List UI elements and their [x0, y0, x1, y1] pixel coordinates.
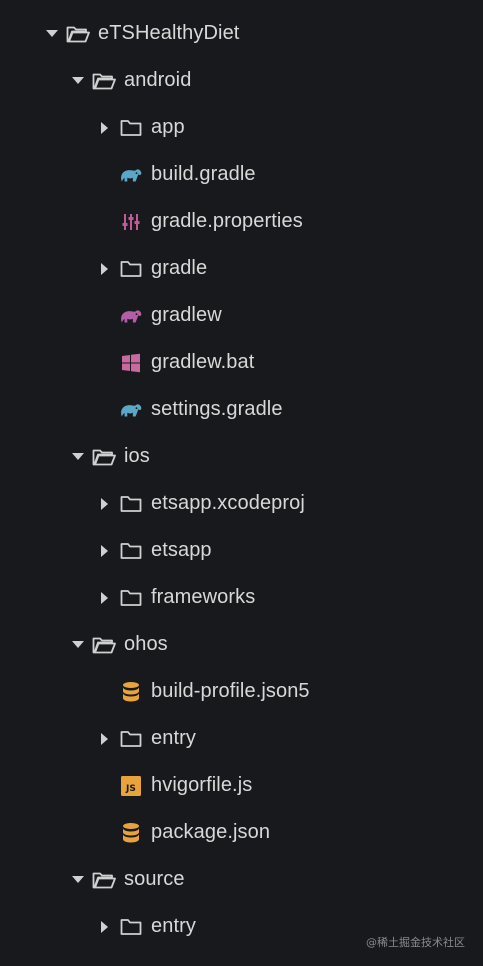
- folder-icon: [119, 116, 143, 140]
- windows-icon: [119, 351, 143, 375]
- tree-item-label: gradle.properties: [151, 210, 303, 232]
- tree-item-label: ohos: [124, 633, 168, 655]
- properties-icon: [119, 210, 143, 234]
- tree-item-source[interactable]: source: [0, 856, 483, 903]
- folder-open-icon: [92, 69, 116, 93]
- tree-item-etsapp[interactable]: etsapp: [0, 527, 483, 574]
- chevron-right-icon[interactable]: [97, 590, 113, 606]
- chevron-down-icon[interactable]: [70, 872, 86, 888]
- tree-item-label: ios: [124, 445, 150, 467]
- gradle-elephant-icon: [119, 304, 143, 328]
- tree-item-label: app: [151, 116, 185, 138]
- folder-icon: [119, 727, 143, 751]
- tree-item-label: source: [124, 868, 185, 890]
- tree-item-gradlew-bat[interactable]: gradlew.bat: [0, 339, 483, 386]
- tree-item-label: gradle: [151, 257, 208, 279]
- js-badge-text: JS: [125, 784, 136, 794]
- tree-item-label: gradlew.bat: [151, 351, 255, 373]
- folder-open-icon: [92, 445, 116, 469]
- tree-item-label: gradlew: [151, 304, 222, 326]
- tree-item-build-profile-json5[interactable]: build-profile.json5: [0, 668, 483, 715]
- folder-icon: [119, 492, 143, 516]
- tree-item-gradlew[interactable]: gradlew: [0, 292, 483, 339]
- chevron-down-icon[interactable]: [70, 637, 86, 653]
- tree-item-android[interactable]: android: [0, 57, 483, 104]
- file-tree: eTSHealthyDiet android app build.gradle: [0, 10, 483, 950]
- tree-item-label: build.gradle: [151, 163, 256, 185]
- tree-item-label: etsapp.xcodeproj: [151, 492, 305, 514]
- tree-item-gradle-properties[interactable]: gradle.properties: [0, 198, 483, 245]
- tree-item-frameworks[interactable]: frameworks: [0, 574, 483, 621]
- tree-item-ohos[interactable]: ohos: [0, 621, 483, 668]
- js-icon: JS: [119, 774, 143, 798]
- tree-item-hvigorfile-js[interactable]: JS hvigorfile.js: [0, 762, 483, 809]
- folder-icon: [119, 257, 143, 281]
- chevron-right-icon[interactable]: [97, 261, 113, 277]
- gradle-elephant-icon: [119, 163, 143, 187]
- tree-item-gradle[interactable]: gradle: [0, 245, 483, 292]
- tree-item-ios[interactable]: ios: [0, 433, 483, 480]
- tree-item-label: eTSHealthyDiet: [98, 22, 240, 44]
- gradle-elephant-icon: [119, 398, 143, 422]
- tree-item-app[interactable]: app: [0, 104, 483, 151]
- tree-item-settings-gradle[interactable]: settings.gradle: [0, 386, 483, 433]
- database-icon: [119, 821, 143, 845]
- folder-icon: [119, 915, 143, 939]
- folder-icon: [119, 586, 143, 610]
- folder-open-icon: [92, 633, 116, 657]
- tree-item-package-json[interactable]: package.json: [0, 809, 483, 856]
- chevron-right-icon[interactable]: [97, 543, 113, 559]
- tree-item-label: package.json: [151, 821, 271, 843]
- chevron-right-icon[interactable]: [97, 496, 113, 512]
- folder-open-icon: [92, 868, 116, 892]
- chevron-right-icon[interactable]: [97, 120, 113, 136]
- chevron-down-icon[interactable]: [70, 449, 86, 465]
- tree-item-label: entry: [151, 727, 196, 749]
- database-icon: [119, 680, 143, 704]
- chevron-right-icon[interactable]: [97, 731, 113, 747]
- tree-item-build-gradle[interactable]: build.gradle: [0, 151, 483, 198]
- folder-open-icon: [66, 22, 90, 46]
- chevron-down-icon[interactable]: [44, 26, 60, 42]
- tree-item-label: etsapp: [151, 539, 212, 561]
- folder-icon: [119, 539, 143, 563]
- tree-item-label: settings.gradle: [151, 398, 283, 420]
- tree-item-label: build-profile.json5: [151, 680, 310, 702]
- watermark: @稀土掘金技术社区: [366, 936, 465, 949]
- tree-item-label: hvigorfile.js: [151, 774, 253, 796]
- tree-item-entry[interactable]: entry: [0, 715, 483, 762]
- chevron-down-icon[interactable]: [70, 73, 86, 89]
- tree-item-entry[interactable]: entry: [0, 903, 483, 950]
- tree-item-etsapp-xcodeproj[interactable]: etsapp.xcodeproj: [0, 480, 483, 527]
- tree-item-label: entry: [151, 915, 196, 937]
- tree-item-label: frameworks: [151, 586, 256, 608]
- tree-item-label: android: [124, 69, 192, 91]
- chevron-right-icon[interactable]: [97, 919, 113, 935]
- tree-item-etshealthydiet[interactable]: eTSHealthyDiet: [0, 10, 483, 57]
